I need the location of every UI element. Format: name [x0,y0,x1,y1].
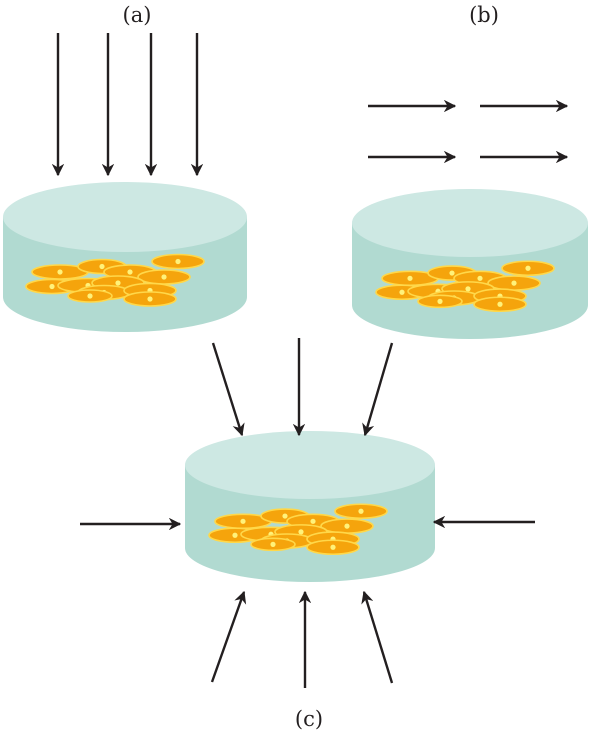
cell [334,503,388,520]
cell-nucleus [465,286,471,292]
cell-nucleus [399,289,405,295]
cell [487,275,541,291]
cell [151,253,205,270]
cell-nucleus [449,270,455,276]
cell [137,269,191,285]
shear-arrows-b [368,99,569,164]
cell-nucleus [298,529,304,535]
cell-nucleus [310,518,316,524]
cell-nucleus [49,283,55,290]
cell [501,260,555,277]
cell-nucleus [57,269,63,275]
dish-top [185,431,435,499]
cell-nucleus [161,274,167,280]
cell-nucleus [497,301,503,307]
cell-cluster [375,260,555,313]
cell-nucleus [270,541,276,547]
cell-nucleus [407,275,413,281]
dish-top [3,182,247,252]
panel-label-b: (b) [469,3,499,27]
cell-nucleus [282,513,288,519]
culture-dish-a [3,182,247,332]
cell [417,294,463,309]
cell-nucleus [99,263,105,270]
compression-arrows-a [51,33,204,177]
force-arrow [362,342,394,437]
cell [306,539,360,556]
cell-nucleus [127,269,133,275]
cell-nucleus [344,523,350,529]
cell-cluster [208,503,388,556]
cell-nucleus [437,298,443,304]
cell-nucleus [240,518,246,524]
cell-nucleus [175,258,181,265]
cell [67,289,113,303]
cell-nucleus [232,532,238,538]
cell-nucleus [87,293,93,299]
cell [123,291,177,307]
cell [473,296,527,313]
force-arrow [210,590,247,683]
panel-a [3,33,247,332]
force-arrow [361,590,394,684]
panel-label-a: (a) [123,3,152,27]
culture-dish-b [352,189,588,339]
panel-c [80,338,535,688]
cell-nucleus [525,265,531,271]
culture-dish-c [185,431,435,582]
cell [320,518,374,534]
panel-label-c: (c) [295,707,323,731]
cell [250,537,296,552]
cell-nucleus [330,544,336,550]
cell-nucleus [115,280,121,286]
force-arrow [211,342,245,437]
cell-nucleus [511,280,517,286]
cell-cluster [25,253,205,307]
dish-top [352,189,588,257]
cell-nucleus [358,508,364,514]
cell-nucleus [147,296,153,302]
cell-nucleus [477,275,483,281]
load-arrows-c [80,338,535,688]
panel-b [352,99,588,339]
